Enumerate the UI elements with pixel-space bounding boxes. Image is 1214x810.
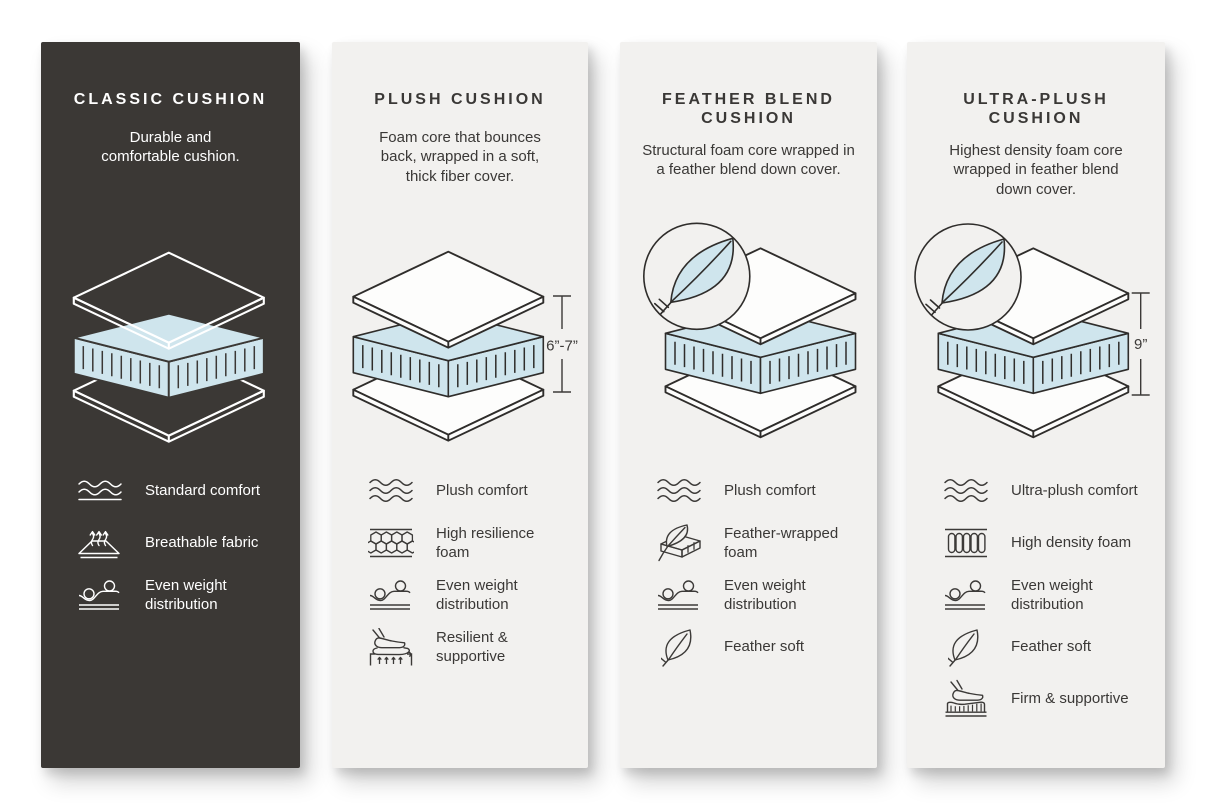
card-title: CLASSIC CUSHION: [41, 42, 300, 128]
card-subtitle: Foam core that bounces back, wrapped in …: [379, 129, 541, 185]
title-line: CLASSIC CUSHION: [73, 91, 268, 108]
measurement-label: 6”-7”: [546, 338, 578, 355]
breathable-fabric-icon: [77, 526, 123, 560]
title-line: CUSHION: [701, 110, 796, 127]
feature-label: Firm & supportive: [1011, 690, 1129, 708]
title-line: CUSHION: [988, 110, 1084, 127]
feature-label: High density foam: [1011, 534, 1132, 552]
card-plush-cushion: PLUSH CUSHION Foam core that bounces bac…: [332, 42, 588, 768]
cushion-layers-diagram: [39, 216, 303, 450]
feature-label: Feather soft: [1011, 638, 1092, 656]
firm-supportive-icon: [943, 679, 989, 719]
even-weight-icon: [943, 579, 989, 611]
feature-row: Feather soft: [656, 628, 877, 666]
waves-icon: [77, 476, 123, 506]
feature-label: Standard comfort: [145, 482, 261, 500]
measurement-bracket: 9”: [1131, 292, 1150, 396]
waves-icon: [368, 476, 414, 506]
even-weight-icon: [656, 579, 702, 611]
measurement-label: 9”: [1134, 336, 1147, 353]
feature-list: Standard comfort Breathable fabric Even …: [41, 472, 300, 628]
title-line: FEATHER BLEND: [662, 91, 835, 108]
honeycomb-foam-icon: [368, 527, 414, 559]
cushion-layers-diagram: 9”: [915, 224, 1150, 450]
feather-badge-icon: [915, 224, 1021, 330]
cushion-layers-diagram: 6”-7”: [328, 216, 578, 450]
feature-list: Ultra-plush comfort High density foam Ev…: [907, 472, 1165, 732]
feature-row: Ultra-plush comfort: [943, 472, 1165, 510]
even-weight-icon: [368, 579, 414, 611]
feature-row: Plush comfort: [368, 472, 588, 510]
feature-label: Plush comfort: [436, 482, 528, 500]
feature-row: Plush comfort: [656, 472, 877, 510]
resilient-icon: [368, 628, 414, 666]
card-subtitle: Highest density foam core wrapped in fea…: [949, 142, 1123, 198]
feature-row: Resilient &supportive: [368, 628, 588, 666]
waves-icon: [656, 476, 702, 506]
card-subtitle: Structural foam core wrapped in a feathe…: [642, 142, 855, 179]
title-line: ULTRA-PLUSH: [963, 91, 1109, 108]
card-title: ULTRA-PLUSH CUSHION: [907, 42, 1165, 128]
card-subtitle: Durable and comfortable cushion.: [101, 129, 240, 166]
feather-badge-icon: [643, 223, 750, 330]
feather-icon: [943, 627, 989, 667]
waves-icon: [943, 476, 989, 506]
feature-label: Resilient &supportive: [436, 628, 508, 665]
title-line: PLUSH CUSHION: [374, 91, 546, 108]
feature-row: High density foam: [943, 524, 1165, 562]
cushion-layers-diagram: [643, 223, 881, 450]
feather-wrapped-foam-icon: [656, 523, 702, 563]
card-title: FEATHER BLEND CUSHION: [620, 42, 877, 128]
feature-row: Firm & supportive: [943, 680, 1165, 718]
card-title: PLUSH CUSHION: [332, 42, 588, 128]
measurement-bracket: 6”-7”: [546, 295, 578, 393]
card-ultra-plush-cushion: ULTRA-PLUSH CUSHION Highest density foam…: [907, 42, 1165, 768]
feature-label: Plush comfort: [724, 482, 816, 500]
even-weight-icon: [77, 579, 123, 611]
feature-row: Standard comfort: [77, 472, 300, 510]
feature-label: Feather soft: [724, 638, 805, 656]
high-density-foam-icon: [943, 526, 989, 560]
card-feather-blend-cushion: FEATHER BLEND CUSHION Structural foam co…: [620, 42, 877, 768]
feature-label: Breathable fabric: [145, 534, 259, 552]
feather-icon: [656, 627, 702, 667]
card-classic-cushion: CLASSIC CUSHION Durable and comfortable …: [41, 42, 300, 768]
feature-label: Ultra-plush comfort: [1011, 482, 1138, 500]
feature-row: Breathable fabric: [77, 524, 300, 562]
feature-row: Feather soft: [943, 628, 1165, 666]
